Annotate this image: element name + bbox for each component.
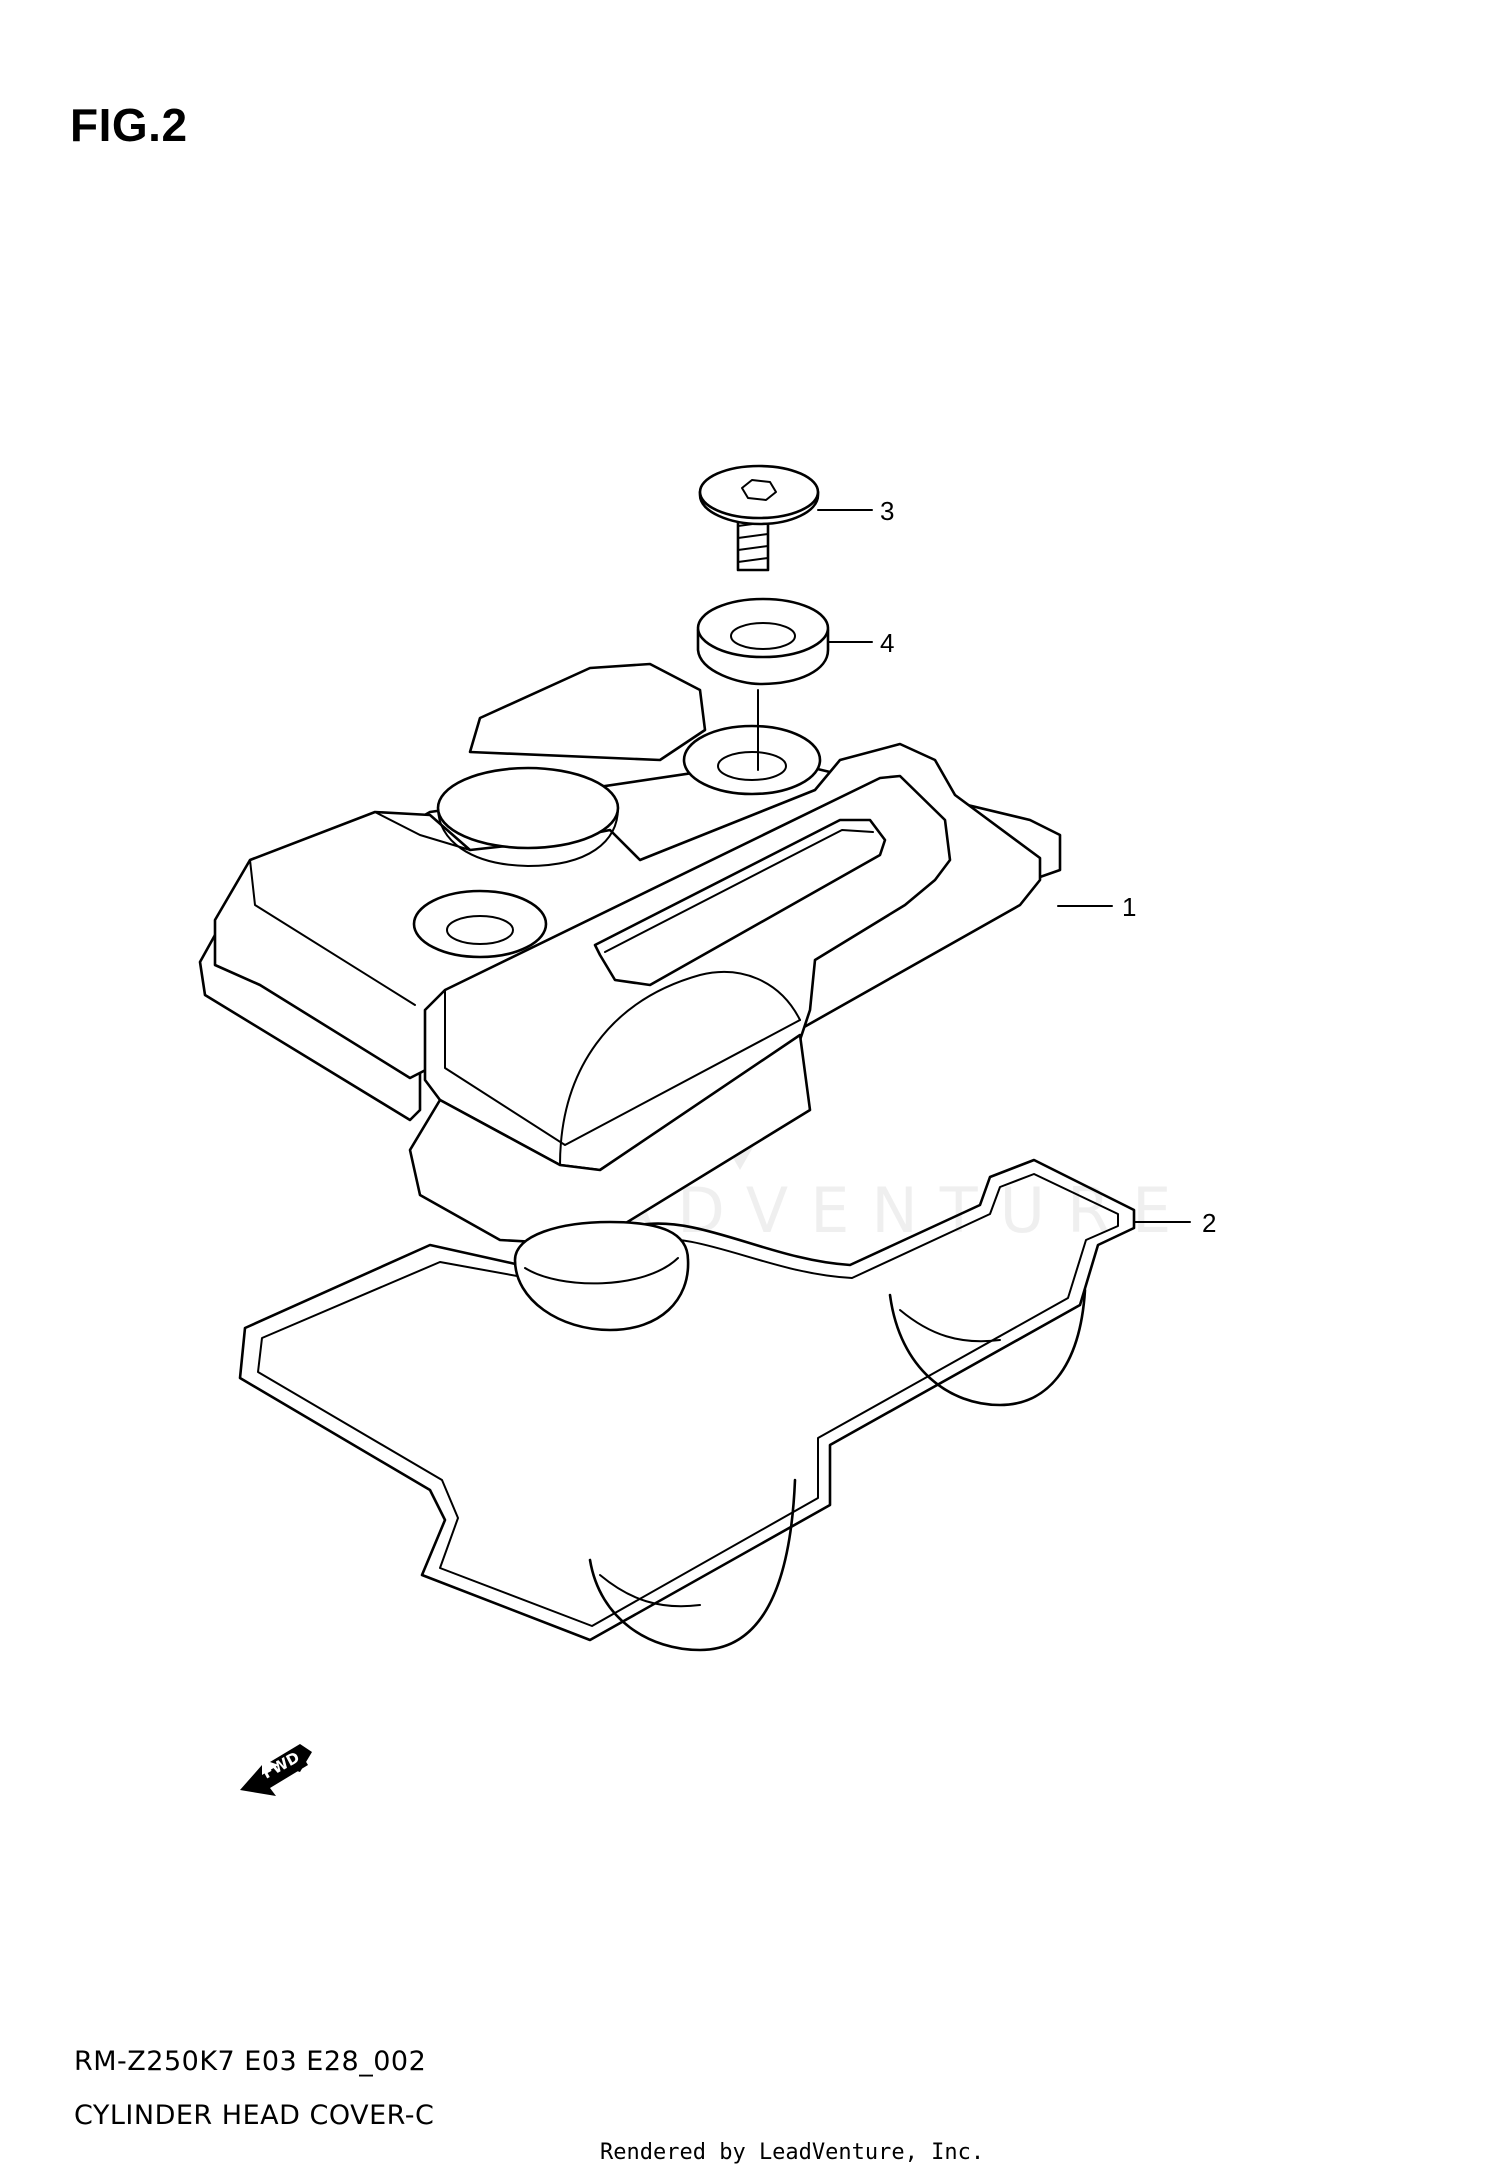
bolt-boss-front	[412, 889, 548, 959]
part-3-bolt	[698, 464, 820, 572]
part-4-washer	[696, 597, 830, 686]
part-1-cylinder-head-cover	[198, 662, 1062, 1332]
diagram-name: CYLINDER HEAD COVER-C	[74, 2100, 435, 2131]
rendered-by-footer: Rendered by LeadVenture, Inc.	[600, 2140, 985, 2165]
leader-lines	[757, 509, 1191, 1223]
bolt-boss-rear	[682, 724, 822, 796]
cylinder-head-lobes	[588, 1288, 1087, 1652]
callout-3: 3	[880, 496, 894, 526]
fwd-arrow-icon: FWD	[240, 1744, 312, 1796]
callout-2: 2	[1202, 1208, 1216, 1238]
figure-title: FIG.2	[70, 99, 188, 151]
callout-4: 4	[880, 628, 894, 658]
spark-plug-hole	[436, 766, 620, 867]
callout-1: 1	[1122, 892, 1136, 922]
diagram-code: RM-Z250K7 E03 E28_002	[74, 2046, 427, 2077]
